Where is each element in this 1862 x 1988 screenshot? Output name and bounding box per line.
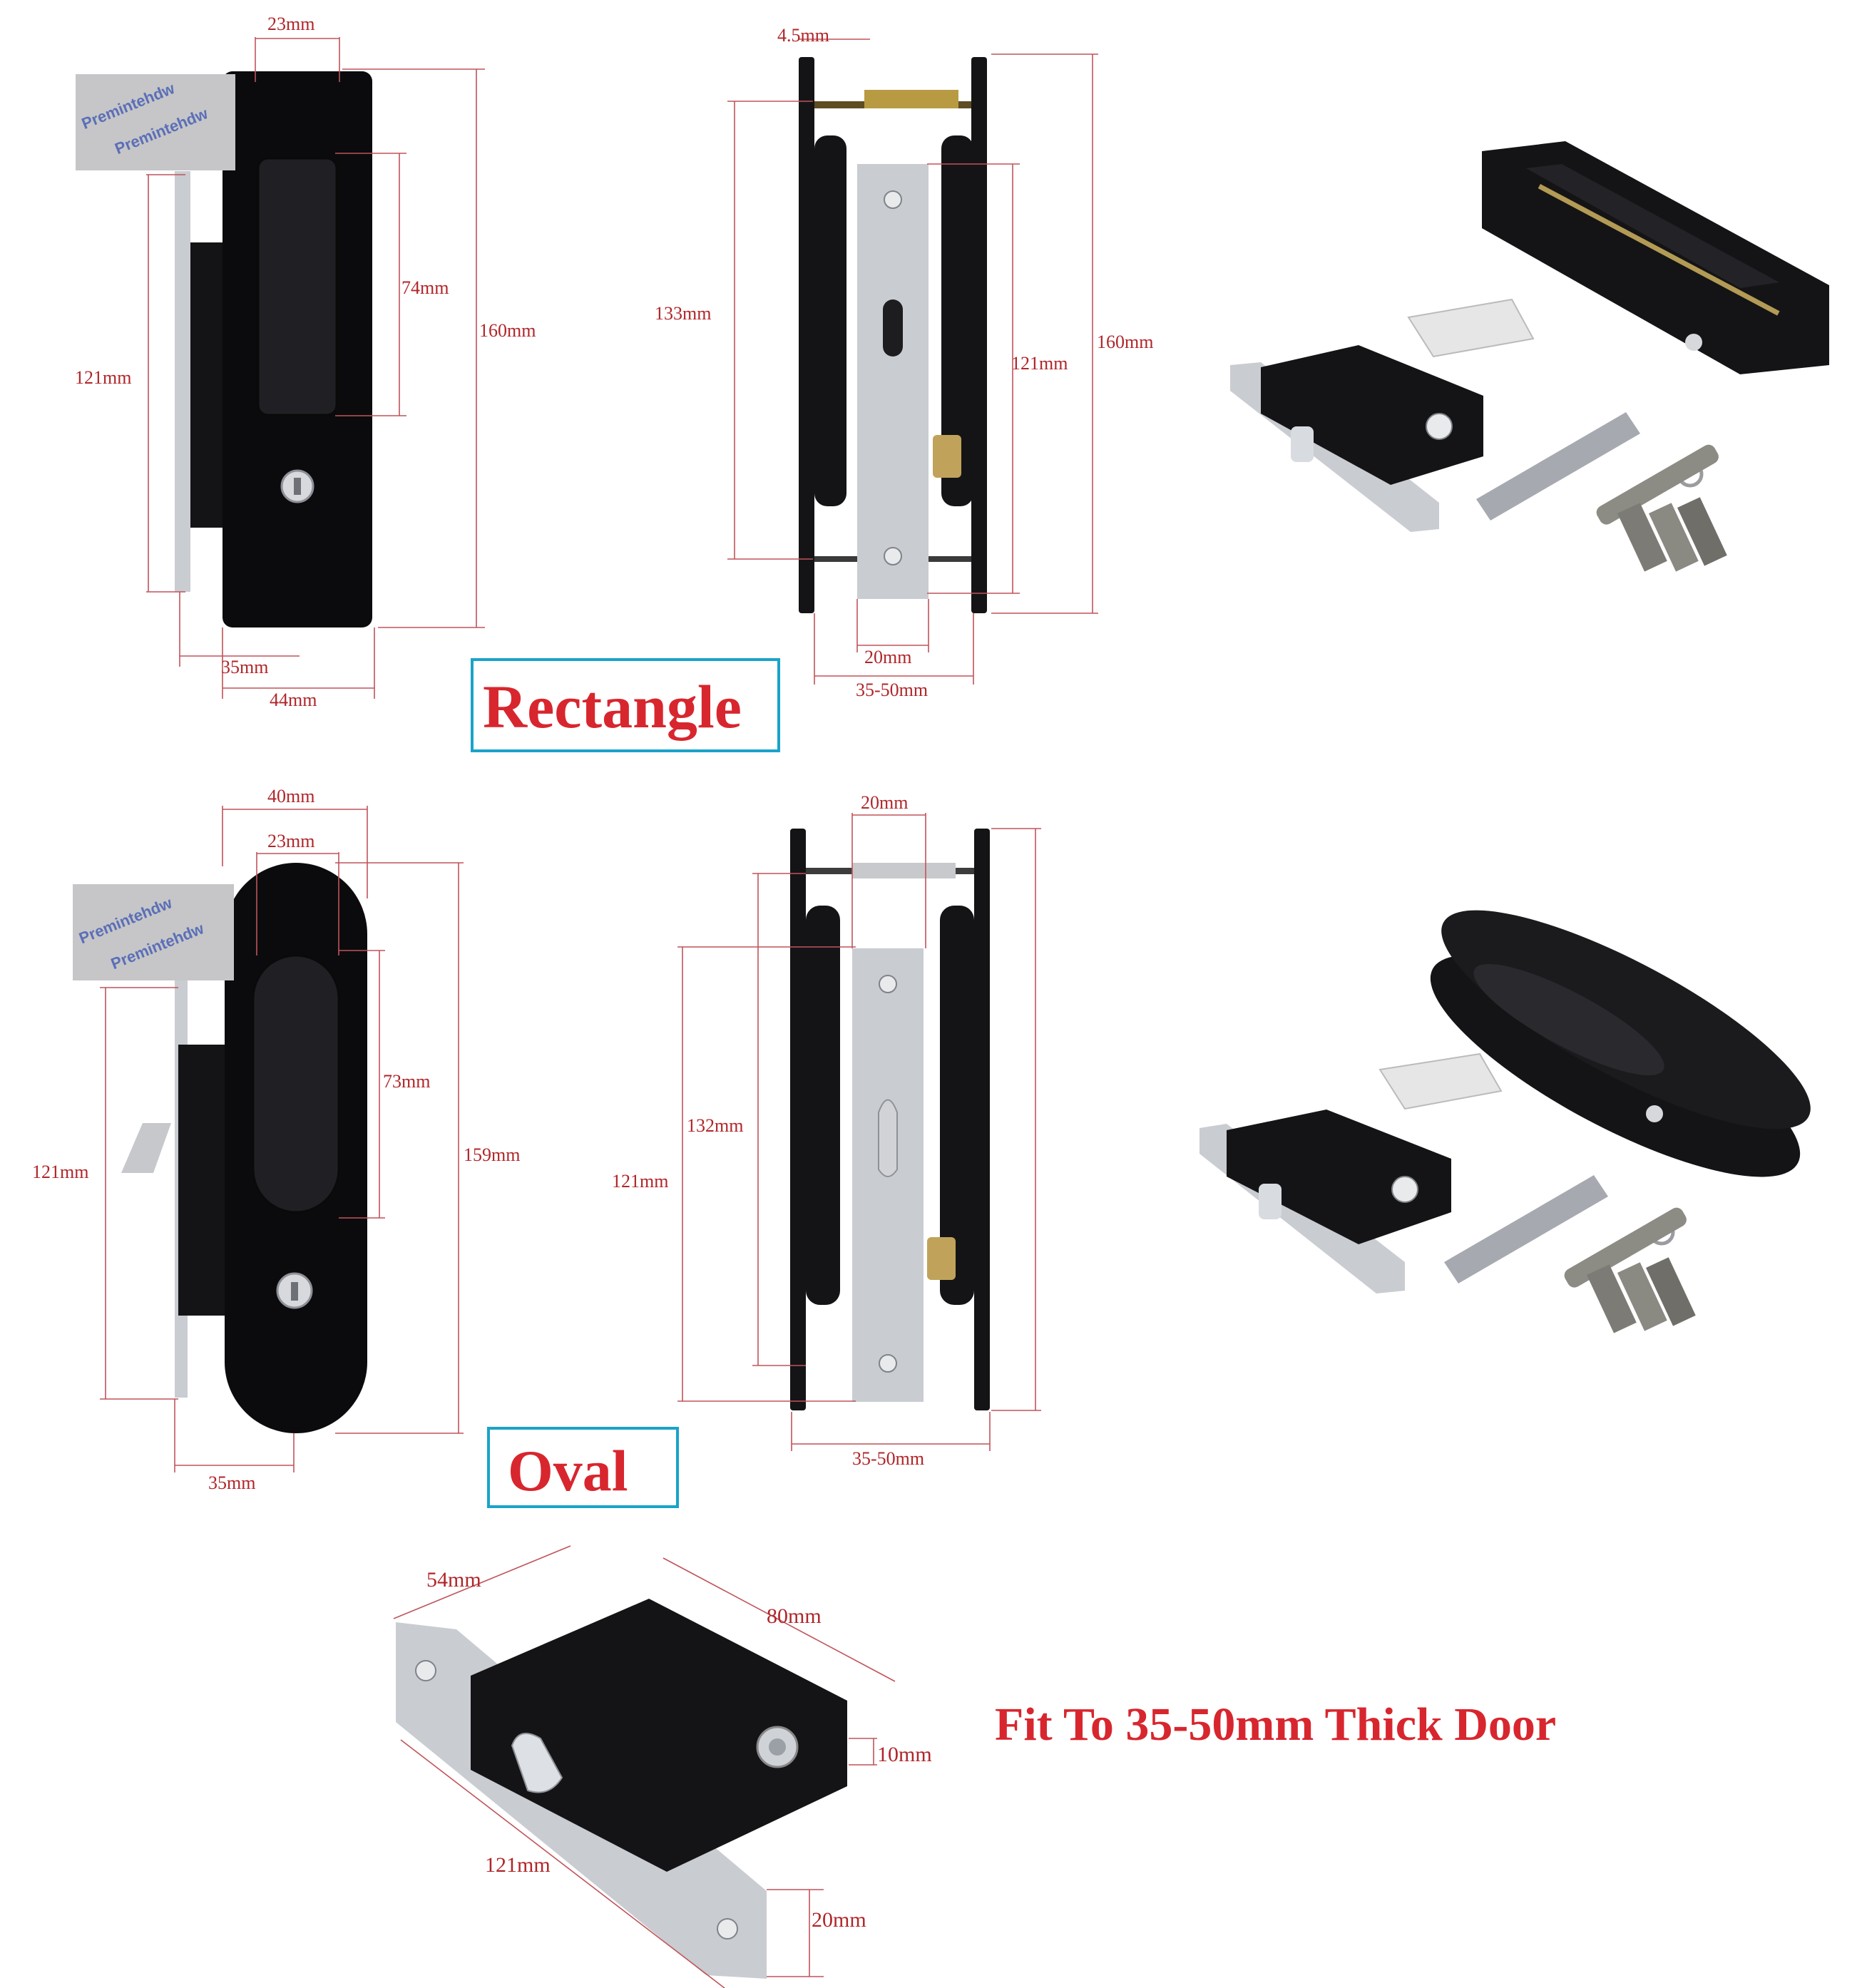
rect-side-dim-160: 160mm (1097, 332, 1153, 352)
brand-tag-icon-2: Premintehdw Premintehdw (73, 884, 234, 980)
rect-side-view: 4.5mm 133mm 121mm 160mm 20mm 35-50mm (655, 25, 1153, 700)
keys-icon (1596, 444, 1727, 572)
oval-dim-40: 40mm (267, 786, 314, 806)
rect-side-dim-133: 133mm (655, 303, 711, 324)
mortise-dim-54: 54mm (426, 1568, 481, 1592)
keys-icon-2 (1564, 1207, 1696, 1333)
rect-dim-160: 160mm (479, 320, 536, 341)
mortise-dim-121: 121mm (485, 1853, 551, 1877)
rect-side-dim-4.5: 4.5mm (777, 25, 829, 46)
mortise-body (471, 1599, 847, 1872)
rect-side-dim-121: 121mm (1011, 353, 1068, 374)
rect-front-view: Premintehdw Premintehdw 23mm 74mm 160mm … (75, 14, 536, 710)
rect-dim-23: 23mm (267, 14, 314, 34)
mortise-dim-10: 10mm (877, 1743, 932, 1766)
rect-side-dim-20: 20mm (864, 647, 911, 667)
oval-side-dim-20: 20mm (861, 792, 908, 813)
oval-side-dim-35-50: 35-50mm (852, 1448, 924, 1469)
svg-text:Oval: Oval (508, 1438, 628, 1503)
oval-dim-35: 35mm (208, 1472, 255, 1493)
oval-side-dim-132: 132mm (687, 1115, 743, 1136)
rect-dim-121: 121mm (75, 367, 131, 388)
oval-side-dim-121: 121mm (612, 1171, 668, 1192)
fit-door-text: Fit To 35-50mm Thick Door (995, 1698, 1556, 1751)
rect-dim-44: 44mm (270, 690, 317, 710)
rect-faceplate (857, 164, 929, 599)
oval-dim-159: 159mm (464, 1144, 520, 1165)
mortise-dim-80: 80mm (767, 1604, 822, 1628)
oval-dim-121: 121mm (32, 1162, 88, 1182)
latch-bolt-icon (511, 1732, 563, 1793)
oval-label: Oval (487, 1427, 679, 1508)
rect-finger-recess (257, 157, 338, 416)
oval-kit-photo (1199, 910, 1811, 1333)
rectangle-label: Rectangle (471, 658, 780, 752)
rect-dim-35: 35mm (221, 657, 268, 677)
svg-text:Rectangle: Rectangle (483, 672, 742, 741)
oval-finger-recess (252, 954, 340, 1214)
mortise-dim-20: 20mm (812, 1908, 866, 1932)
oval-dim-73: 73mm (383, 1071, 430, 1092)
brand-tag-icon: Premintehdw Premintehdw (76, 74, 235, 170)
oval-side-view: 20mm 132mm 121mm 35-50mm (612, 792, 1041, 1469)
rect-dim-74: 74mm (401, 277, 449, 298)
rect-kit-photo (1230, 141, 1829, 572)
oval-dim-23: 23mm (267, 831, 314, 851)
rect-side-dim-35-50: 35-50mm (856, 680, 928, 700)
mortise-view: 54mm 80mm 10mm 121mm 20mm (393, 1545, 932, 1988)
oval-front-view: Premintehdw Premintehdw 40mm 23mm 73mm 1… (32, 786, 520, 1493)
